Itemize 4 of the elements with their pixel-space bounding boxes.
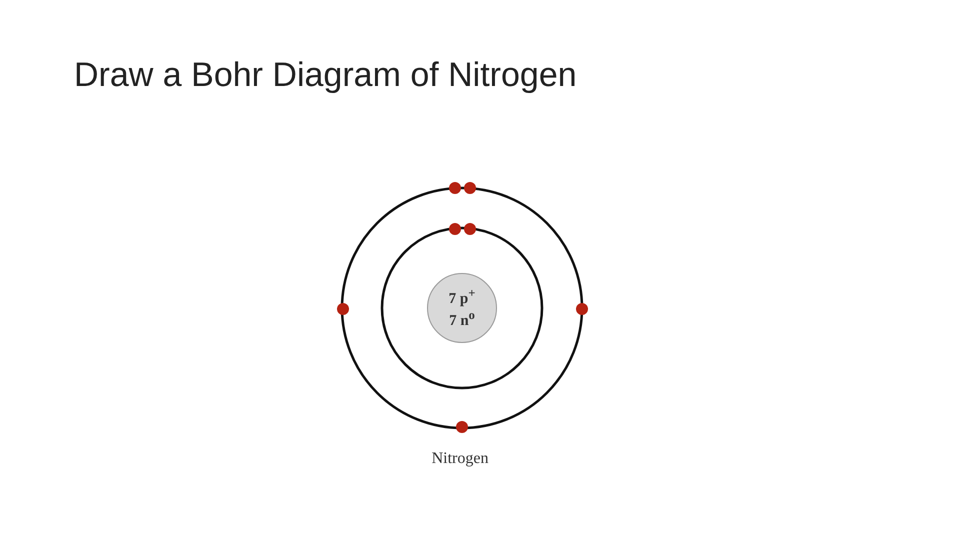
element-name: Nitrogen [430, 450, 490, 468]
nucleus-text: 7 p$^{+}$ [448, 286, 476, 308]
nucleus-text: 7 n$^{o}$ [449, 308, 475, 330]
slide-title: Draw a Bohr Diagram of Nitrogen [74, 56, 577, 95]
